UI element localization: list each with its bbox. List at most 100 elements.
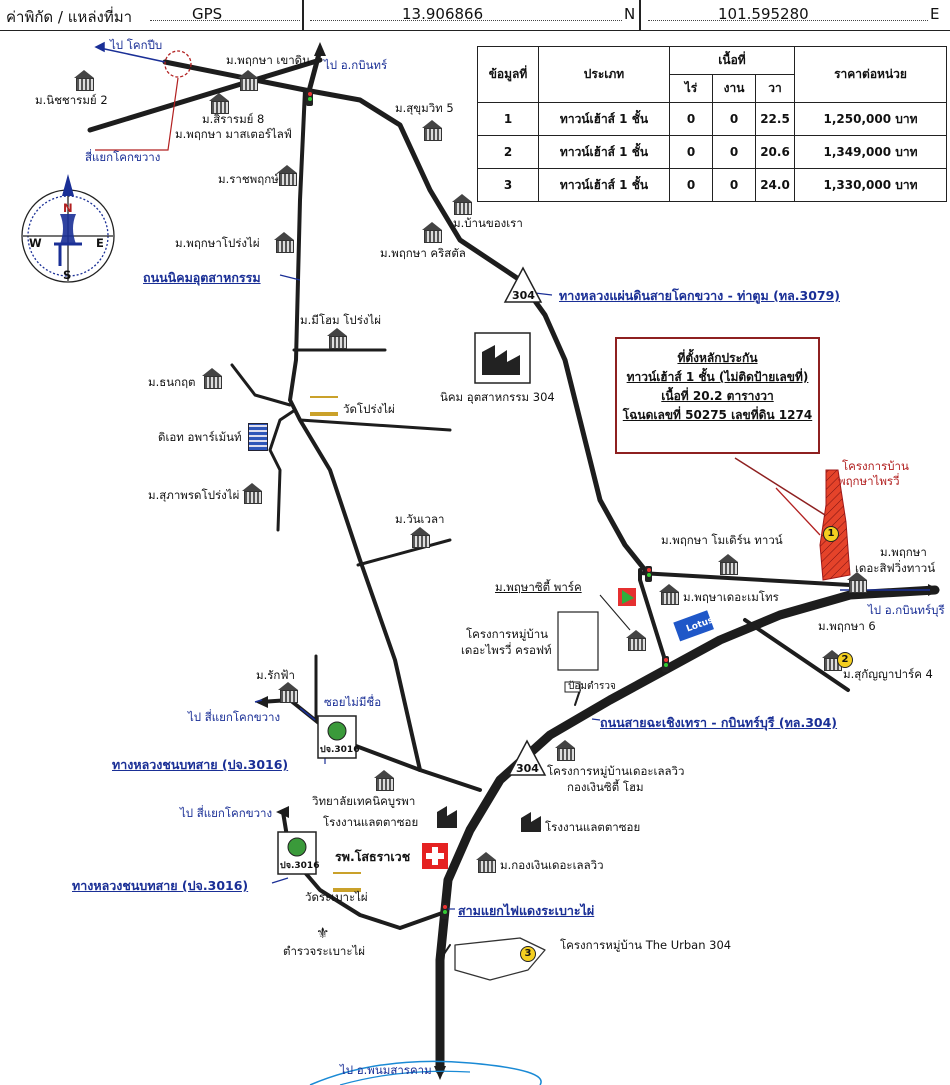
th-area: เนื้อที่ [669, 46, 795, 75]
label-rakfa: ม.รักฟ้า [256, 668, 295, 682]
road-304 [435, 585, 940, 1075]
listing-table: ข้อมูลที่ ประเภท เนื้อที่ ราคาต่อหน่วย ไ… [477, 46, 947, 202]
route-304-sign: 304 [512, 289, 535, 302]
compass-w: W [29, 236, 42, 250]
th-no: ข้อมูลที่ [477, 46, 539, 103]
th-ngan: งาน [712, 74, 756, 103]
house-icon [408, 527, 432, 548]
house-icon [420, 222, 444, 243]
label-to-phanom-sarakham: ไป อ.พนมสารคาม [340, 1063, 432, 1077]
label-phruksa-metro: ม.พฤษาเดอะเมโทร [683, 590, 779, 604]
road-3016-north [258, 698, 482, 792]
table-row: 3 ทาวน์เฮ้าส์ 1 ชั้น 0 0 24.0 1,330,000 … [477, 168, 947, 202]
label-to-khok-pip: ไป โคกปีบ [110, 38, 163, 52]
label-phruksa-springs: ม.พฤกษา [880, 545, 927, 559]
label-sukhumvit5: ม.สุขุมวิท 5 [395, 101, 454, 115]
house-icon [276, 682, 300, 703]
collateral-callout: ที่ตั้งหลักประกัน ทาวน์เฮ้าส์ 1 ชั้น (ไม… [615, 337, 820, 454]
label-urban-304: โครงการหมู่บ้าน The Urban 304 [560, 938, 732, 952]
house-icon [200, 368, 224, 389]
longitude-dir: E [930, 5, 940, 23]
traffic-light-icon [306, 90, 313, 106]
road-khok-khwang [87, 57, 323, 133]
callout-type: ทาวน์เฮ้าส์ 1 ชั้น (ไม่ติดป้ายเลขที่) [626, 370, 809, 384]
label-kongngoen: ม.กองเงินเดอะเลลวิว [500, 858, 604, 872]
label-suphaphon: ม.สุภาพรดโปร่งไผ่ [148, 488, 240, 502]
house-icon [474, 852, 498, 873]
callout-title: ที่ตั้งหลักประกัน [677, 351, 758, 365]
label-thanakrit: ม.ธนกฤต [148, 375, 196, 389]
longitude-value: 101.595280 [718, 5, 809, 23]
road-label-3016-b: ทางหลวงชนบทสาย (ปจ.3016) [72, 878, 249, 893]
label-mihom: ม.มีโฮม โปร่งไผ่ [300, 313, 382, 327]
label-proj-the-privy-2: เดอะไพรวี่ ครอฟท์ [461, 643, 552, 657]
coord-label: ค่าพิกัด / แหล่งที่มา [6, 8, 133, 26]
label-proj-phruksa-phrai-2: พฤกษาไพรวี่ [838, 474, 900, 488]
label-ratchaphruek: ม.ราชพฤกษ์ [218, 172, 279, 186]
house-icon [236, 70, 260, 91]
house-icon [420, 120, 444, 141]
label-baan-khong-rao: ม.บ้านของเรา [453, 216, 523, 230]
label-to-kabin: ไป อ.กบินทร์ [324, 58, 388, 72]
coordinate-header: ค่าพิกัด / แหล่งที่มา GPS 13.906866 N 10… [0, 0, 950, 31]
police-emblem-icon: ⚜ [316, 924, 330, 942]
label-wat-rabaophai: วัดระเบาะไผ่ [305, 890, 368, 904]
traffic-light-icon [441, 903, 448, 919]
pj3016-sign: ปจ.3016 [280, 861, 320, 871]
college-icon [372, 770, 396, 791]
label-soi-no-name: ซอยไม่มีชื่อ [324, 695, 382, 709]
compass-rose [21, 174, 115, 283]
label-factory-1: โรงงานแลตตาซอย [323, 815, 419, 829]
road-label-3016-a: ทางหลวงชนบทสาย (ปจ.3016) [112, 757, 289, 772]
traffic-light-icon [645, 566, 652, 582]
label-khok-khwang-junction: สี่แยกโคกขวาง [85, 150, 161, 164]
house-icon [624, 630, 648, 651]
table-row: 1 ทาวน์เฮ้าส์ 1 ชั้น 0 0 22.5 1,250,000 … [477, 102, 947, 136]
house-icon [553, 740, 577, 761]
label-police-box: ป้อมตำรวจ [568, 681, 616, 692]
house-icon [450, 194, 474, 215]
label-to-khok-khwang-2: ไป สี่แยกโคกขวาง [180, 806, 273, 820]
label-phruksa-prongphai: ม.พฤกษาโปร่งไผ่ [175, 236, 260, 250]
road-label-nikhom: ถนนนิคมอุตสาหกรรม [143, 270, 261, 285]
label-factory-2: โรงงานแลตตาซอย [545, 820, 641, 834]
label-proj-delleview-2: กองเงินซิตี้ โฮม [567, 780, 644, 794]
house-icon [716, 554, 740, 575]
label-phruksa-city-park: ม.พฤษาซิตี้ พาร์ค [495, 580, 582, 594]
latitude-dir: N [624, 5, 636, 23]
temple-icon [310, 396, 338, 416]
label-d-apartment: ดิเอท อพาร์เม้นท์ [158, 430, 242, 444]
route-304-sign: 304 [516, 762, 539, 775]
label-hospital: รพ.โสธราเวช [335, 849, 411, 864]
compass-n: N [63, 201, 73, 215]
house-icon [845, 572, 869, 593]
label-phruksa-modern: ม.พฤกษา โมเดิร์น ทาวน์ [661, 533, 783, 547]
marker-1: 1 [823, 526, 839, 542]
label-nitcharam2: ม.นิชชารมย์ 2 [35, 93, 108, 107]
label-sukanya: ม.สุกัญญาปาร์ค 4 [843, 667, 933, 681]
latitude-value: 13.906866 [402, 5, 484, 23]
house-icon [657, 584, 681, 605]
road-label-3079: ทางหลวงแผ่นดินสายโคกขวาง - ท่าตูม (ทล.30… [559, 288, 840, 303]
marker-2: 2 [837, 652, 853, 668]
house-icon [240, 483, 264, 504]
compass-e: E [96, 236, 104, 250]
label-proj-the-privy: โครงการหมู่บ้าน [466, 627, 549, 641]
traffic-light-icon [662, 656, 669, 672]
label-proj-delleview: โครงการหมู่บ้านเดอะเลลวิว [547, 764, 685, 778]
label-phruksa6: ม.พฤกษา 6 [818, 619, 876, 633]
label-to-khok-khwang: ไป สี่แยกโคกขวาง [188, 710, 281, 724]
temple-icon [333, 872, 361, 892]
table-row: 2 ทาวน์เฮ้าส์ 1 ชั้น 0 0 20.6 1,349,000 … [477, 135, 947, 169]
label-phruksa-springs-2: เดอะสิฟวิ่งทาวน์ [855, 561, 936, 575]
apartment-icon [248, 423, 268, 451]
th-type: ประเภท [538, 46, 670, 103]
road-label-rabaophai-junction: สามแยกไฟแดงระเบาะไผ่ [458, 903, 595, 918]
house-icon [72, 70, 96, 91]
road-kabin-north [305, 47, 323, 98]
label-siraram8: ม.สิรารมย์ 8 [202, 112, 265, 126]
label-wanwela: ม.วันเวลา [395, 512, 445, 526]
label-phruksa-khaodin: ม.พฤกษา เขาดิน [226, 53, 311, 67]
road-label-304: ถนนสายฉะเชิงเทรา - กบินทร์บุรี (ทล.304) [600, 715, 838, 730]
